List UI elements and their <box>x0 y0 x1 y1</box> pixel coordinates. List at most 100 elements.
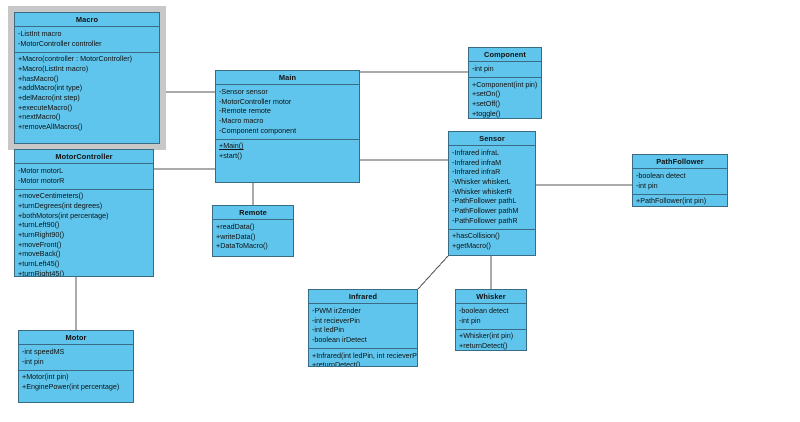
class-member: +turnRight90() <box>18 230 65 240</box>
class-member: -MotorController controller <box>18 38 102 48</box>
uml-class-macro[interactable]: Macro-ListInt macro-MotorController cont… <box>9 7 165 149</box>
class-methods: +moveCentimeters()+turnDegrees(int degre… <box>15 190 153 277</box>
class-title: Main <box>216 71 359 86</box>
class-member: +moveCentimeters() <box>18 191 84 201</box>
class-member-static: +Main() <box>219 141 244 151</box>
class-methods: +hasCollision()+getMacro() <box>449 230 535 254</box>
uml-class-component[interactable]: Component-int pin+Component(int pin)+set… <box>468 47 542 119</box>
class-methods: +Motor(int pin)+EnginePower(int percenta… <box>19 371 133 395</box>
class-methods: +PathFollower(int pin)+returnDetect() <box>633 195 727 207</box>
class-methods: +Component(int pin)+setOn()+setOff()+tog… <box>469 78 541 118</box>
class-member: +PathFollower(int pin) <box>636 196 707 206</box>
class-title: Remote <box>213 206 293 221</box>
class-member: -int pin <box>22 356 44 366</box>
class-member: -Infrared infraR <box>452 167 501 177</box>
class-title: PathFollower <box>633 155 727 170</box>
class-attributes: -ListInt macro-MotorController controlle… <box>15 27 159 53</box>
class-member: +turnDegrees(int degrees) <box>18 201 103 211</box>
class-member: -PathFollower pathL <box>452 196 517 206</box>
class-member: -boolean irDetect <box>312 335 367 345</box>
class-title: MotorController <box>15 150 153 165</box>
class-methods: +Main()+start() <box>216 140 359 164</box>
class-attributes: -boolean detect-int pin <box>456 304 526 330</box>
class-member: -int recieverPin <box>312 315 360 325</box>
class-member: -int pin <box>636 180 658 190</box>
class-member: -int speedMS <box>22 347 65 356</box>
uml-class-pathfollower[interactable]: PathFollower-boolean detect-int pin+Path… <box>632 154 728 207</box>
class-member: -Component component <box>219 125 297 135</box>
class-methods: +Infrared(int ledPin, int recieverPin)+r… <box>309 349 418 367</box>
class-member: +executeMacro() <box>18 102 73 112</box>
class-member: +Component(int pin) <box>472 79 538 89</box>
uml-class-sensor[interactable]: Sensor-Infrared infraL-Infrared infraM-I… <box>448 131 536 256</box>
class-member: +start() <box>219 151 242 161</box>
uml-class-infrared[interactable]: Infrared-PWM irZender-int recieverPin-in… <box>308 289 418 367</box>
class-member: -boolean detect <box>636 171 686 180</box>
class-attributes: -int speedMS-int pin <box>19 345 133 371</box>
class-member: +turnLeft45() <box>18 259 60 269</box>
class-member: -boolean detect <box>459 306 509 315</box>
class-member: +hasCollision() <box>452 231 500 241</box>
uml-class-remote[interactable]: Remote+readData()+writeData()+DataToMacr… <box>212 205 294 257</box>
class-member: -Macro macro <box>219 116 264 126</box>
class-attributes: -Infrared infraL-Infrared infraM-Infrare… <box>449 146 535 230</box>
class-member: +turnLeft90() <box>18 220 60 230</box>
class-member: +Macro(ListInt macro) <box>18 64 89 74</box>
class-member: +EnginePower(int percentage) <box>22 382 120 392</box>
class-member: +moveBack() <box>18 249 61 259</box>
class-member: -Infrared infraL <box>452 148 500 157</box>
class-title: Whisker <box>456 290 526 305</box>
class-member: -Motor motorR <box>18 175 65 185</box>
class-member: +returnDetect() <box>635 206 725 207</box>
class-title: Infrared <box>309 290 417 305</box>
class-member: +readData() <box>216 222 255 231</box>
class-member: -Whisker whiskerR <box>452 186 512 196</box>
class-title: Sensor <box>449 132 535 147</box>
class-attributes: -boolean detect-int pin <box>633 169 727 195</box>
class-attributes: -Sensor sensor-MotorController motor-Rem… <box>216 85 359 140</box>
uml-class-motor[interactable]: Motor-int speedMS-int pin+Motor(int pin)… <box>18 330 134 403</box>
class-title: Component <box>469 48 541 63</box>
class-member: +toggle() <box>472 108 501 118</box>
class-member: +turnRight45() <box>18 268 65 277</box>
class-member: +Motor(int pin) <box>22 372 69 382</box>
class-member: -int pin <box>472 64 494 73</box>
class-member: -Whisker whiskerL <box>452 177 511 187</box>
class-member: +hasMacro() <box>18 73 59 83</box>
class-member: -PWM irZender <box>312 306 361 315</box>
class-member: +setOn() <box>472 89 501 99</box>
class-member: +Macro(controller : MotorController) <box>18 54 133 64</box>
class-methods: +Macro(controller : MotorController)+Mac… <box>15 53 159 135</box>
uml-class-main[interactable]: Main-Sensor sensor-MotorController motor… <box>215 70 360 183</box>
class-member: +removeAllMacros() <box>18 122 83 132</box>
class-methods: +Whisker(int pin)+returnDetect() <box>456 330 526 351</box>
class-member: -int pin <box>459 315 481 325</box>
class-title: Macro <box>15 13 159 28</box>
class-member: +DataToMacro() <box>216 241 268 251</box>
class-member: +nextMacro() <box>18 112 61 122</box>
uml-class-motorcontroller[interactable]: MotorController-Motor motorL-Motor motor… <box>14 149 154 277</box>
class-member: +delMacro(int step) <box>18 93 80 103</box>
class-attributes: -int pin <box>469 62 541 79</box>
class-title: Motor <box>19 331 133 346</box>
class-member: -int ledPin <box>312 325 344 335</box>
class-attributes: -Motor motorL-Motor motorR <box>15 164 153 190</box>
class-member: +getMacro() <box>452 241 491 251</box>
class-member: +returnDetect() <box>459 341 508 351</box>
connector-sensor-infrared <box>417 255 449 290</box>
class-member: -PathFollower pathM <box>452 206 519 216</box>
class-member: +returnDetect() <box>312 360 361 367</box>
class-member: -Motor motorL <box>18 166 64 175</box>
class-attributes: -PWM irZender-int recieverPin-int ledPin… <box>309 304 417 350</box>
class-methods: +readData()+writeData()+DataToMacro() <box>213 220 293 254</box>
class-member: +setOff() <box>472 99 501 109</box>
class-member: -MotorController motor <box>219 96 292 106</box>
class-member: +Whisker(int pin) <box>459 331 514 341</box>
class-member: +moveFront() <box>18 239 62 249</box>
class-member: +bothMotors(int percentage) <box>18 210 109 220</box>
uml-class-whisker[interactable]: Whisker-boolean detect-int pin+Whisker(i… <box>455 289 527 351</box>
class-member: -Infrared infraM <box>452 157 502 167</box>
class-member: -Remote remote <box>219 106 271 116</box>
class-member: +Infrared(int ledPin, int recieverPin) <box>312 350 418 360</box>
